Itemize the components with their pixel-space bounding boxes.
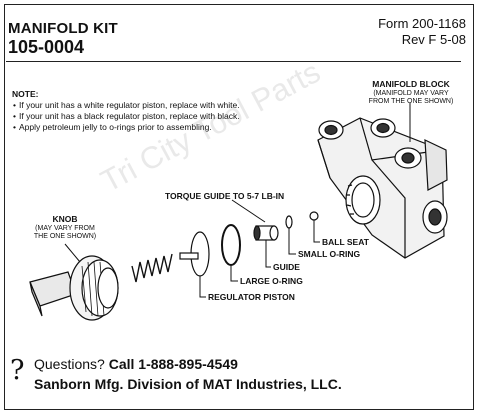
knob-note-2: THE ONE SHOWN) xyxy=(33,233,97,240)
revision: Rev F 5-08 xyxy=(401,32,466,47)
notes-list: If your unit has a white regulator pisto… xyxy=(12,100,240,133)
title-divider xyxy=(6,61,461,62)
small-oring-label: SMALL O-RING xyxy=(298,249,361,259)
torque-guide-label: TORQUE GUIDE TO 5-7 LB-IN xyxy=(165,191,285,201)
guide-shape xyxy=(253,225,279,241)
knob-label: KNOB xyxy=(52,214,78,224)
company-name: Sanborn Mfg. Division of MAT Industries,… xyxy=(34,376,342,392)
knob-note-1: (MAY VARY FROM xyxy=(35,225,95,232)
questions-line: Questions? Call 1-888-895-4549 xyxy=(34,356,238,372)
kit-title: MANIFOLD KIT xyxy=(8,20,118,37)
question-icon: ? xyxy=(10,355,25,386)
large-oring-shape xyxy=(221,224,241,266)
manifold-note-1: (MANIFOLD MAY VARY xyxy=(373,90,449,97)
kit-part-number: 105-0004 xyxy=(8,37,85,57)
spring-shape xyxy=(131,253,173,283)
ball-seat-shape xyxy=(309,211,319,221)
guide-label: GUIDE xyxy=(273,262,300,272)
regulator-piston-shape xyxy=(179,231,210,277)
note-item: Apply petroleum jelly to o-rings prior t… xyxy=(19,122,240,133)
note-item: If your unit has a black regulator pisto… xyxy=(19,111,240,122)
form-number: Form 200-1168 xyxy=(378,16,466,31)
note-item: If your unit has a white regulator pisto… xyxy=(19,100,240,111)
manifold-note-2: FROM THE ONE SHOWN) xyxy=(368,98,454,105)
manifold-block-label: MANIFOLD BLOCK xyxy=(372,79,450,89)
notes-block: NOTE: If your unit has a white regulator… xyxy=(12,89,240,133)
notes-heading: NOTE: xyxy=(12,89,39,99)
regulator-piston-label: REGULATOR PISTON xyxy=(208,292,295,302)
knob-shape xyxy=(29,255,119,321)
manifold-block-illustration xyxy=(317,117,448,259)
small-oring-shape xyxy=(285,215,293,229)
leader-lines xyxy=(64,103,411,298)
call-number: Call 1-888-895-4549 xyxy=(108,356,238,372)
large-oring-label: LARGE O-RING xyxy=(240,276,303,286)
questions-text: Questions? xyxy=(34,356,105,372)
ball-seat-label: BALL SEAT xyxy=(322,237,369,247)
